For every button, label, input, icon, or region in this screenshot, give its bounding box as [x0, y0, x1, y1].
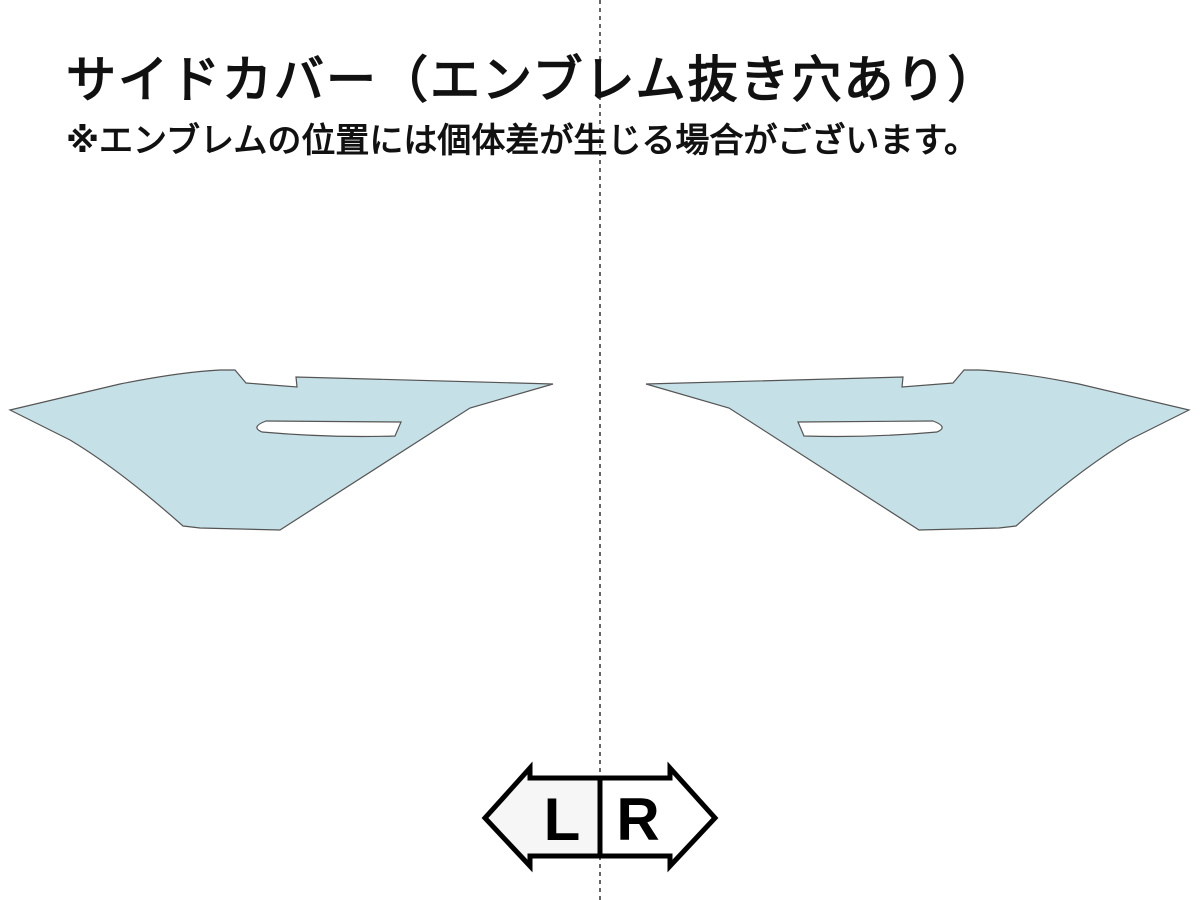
page-title: サイドカバー（エンブレム抜き穴あり） [66, 51, 1000, 109]
right-arrow-icon [597, 761, 719, 873]
left-label: L [544, 786, 581, 853]
left-right-arrow: L R [481, 761, 719, 873]
left-arrow-icon [481, 761, 603, 873]
right-side-cover [645, 369, 1191, 531]
emblem-position-note: ※エンブレムの位置には個体差が生じる場合がございます。 [66, 121, 978, 161]
left-side-cover [8, 369, 554, 531]
right-label: R [616, 786, 659, 853]
